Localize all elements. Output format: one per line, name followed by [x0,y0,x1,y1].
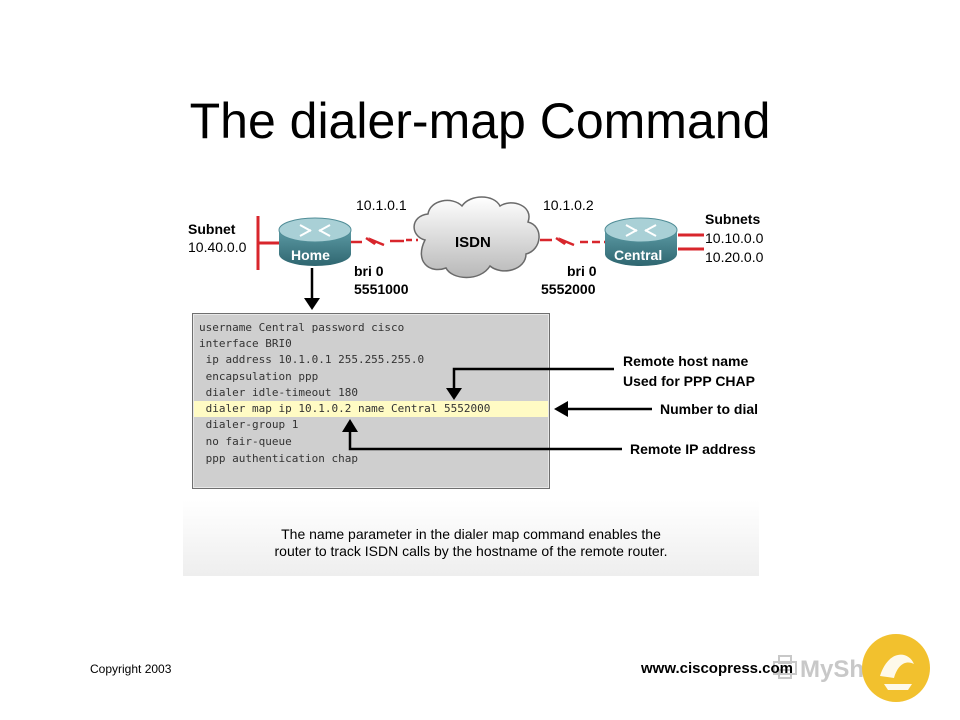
myshared-logo-icon [862,634,930,702]
copyright-text: Copyright 2003 [90,662,172,676]
caption-line-1: The name parameter in the dialer map com… [281,526,661,542]
config-line: encapsulation ppp [199,370,319,383]
central-phone: 5552000 [541,281,596,297]
caption-panel: The name parameter in the dialer map com… [183,500,759,576]
central-isdn-link [540,236,605,247]
config-line: ppp authentication chap [199,452,358,465]
callout-remote-host-line2: Used for PPP CHAP [623,373,755,389]
home-bri: bri 0 [354,263,384,279]
config-line: dialer-group 1 [199,418,299,431]
config-line: ip address 10.1.0.1 255.255.255.0 [199,353,425,366]
home-subnet-value: 10.40.0.0 [188,239,247,255]
central-subnet-2: 10.20.0.0 [705,249,764,265]
config-line: dialer idle-timeout 180 [199,386,358,399]
home-ip: 10.1.0.1 [356,197,407,213]
central-subnet-1: 10.10.0.0 [705,230,764,246]
page-title: The dialer-map Command [189,93,771,149]
central-bri: bri 0 [567,263,597,279]
isdn-cloud-icon [413,196,540,279]
caption-text: The name parameter in the dialer map com… [183,526,759,560]
config-listing: username Central password cisco interfac… [192,313,550,489]
central-ip: 10.1.0.2 [543,197,594,213]
config-line-highlighted: dialer map ip 10.1.0.2 name Central 5552… [199,402,491,415]
number-to-dial-arrowhead-icon [554,401,568,417]
home-isdn-link [350,236,418,247]
home-router-label: Home [291,247,330,263]
callout-remote-host-line1: Remote host name [623,353,749,369]
caption-line-2: router to track ISDN calls by the hostna… [274,543,668,559]
config-line: username Central password cisco [199,321,405,334]
printer-icon [773,655,797,679]
isdn-cloud-label: ISDN [455,234,491,251]
central-router-icon [604,217,678,266]
callout-number-to-dial: Number to dial [660,401,759,417]
callout-remote-ip: Remote IP address [630,441,756,457]
network-diagram [256,196,704,310]
website-link[interactable]: www.ciscopress.com [641,660,794,677]
config-line: no fair-queue [199,435,292,448]
down-arrow-icon [304,268,320,310]
highlighted-line-background [194,401,548,417]
home-subnet-heading: Subnet [188,221,236,237]
home-phone: 5551000 [354,281,409,297]
home-router-icon [278,217,352,266]
central-router-label: Central [614,247,663,263]
config-line: interface BRI0 [199,337,292,350]
central-subnets-heading: Subnets [705,211,761,227]
